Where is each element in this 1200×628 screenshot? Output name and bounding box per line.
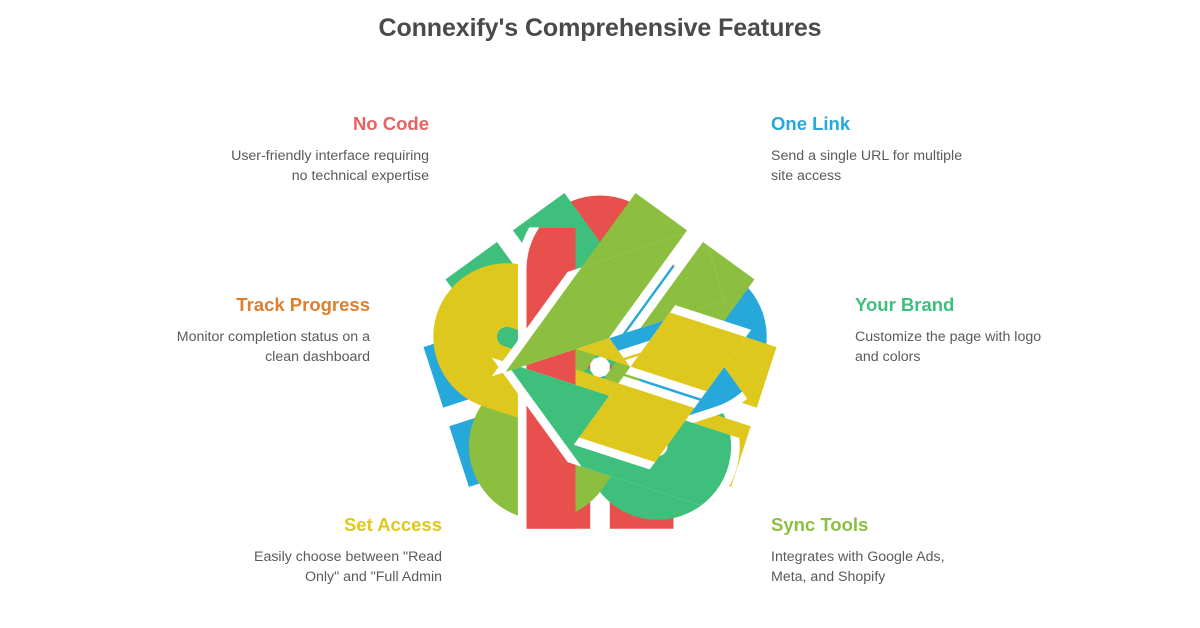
feature-description-one-link: Send a single URL for multiple site acce… — [771, 148, 963, 185]
feature-your-brand: Your Brand Customize the page with logo … — [855, 294, 1065, 368]
feature-title-one-link: One Link — [771, 113, 851, 134]
feature-one-link: One Link Send a single URL for multiple … — [771, 113, 981, 187]
feature-description-track-progress: Monitor completion status on a clean das… — [176, 329, 370, 366]
feature-no-code: No Code User-friendly interface requirin… — [219, 113, 429, 187]
feature-set-access: Set Access Easily choose between "Read O… — [232, 514, 442, 588]
feature-title-sync-tools: Sync Tools — [771, 514, 869, 535]
five-strand-knot-graphic — [355, 122, 845, 612]
feature-title-no-code: No Code — [352, 113, 429, 134]
feature-title-set-access: Set Access — [343, 514, 442, 535]
feature-track-progress: Track Progress Monitor completion status… — [160, 294, 370, 368]
page-title: Connexify's Comprehensive Features — [378, 14, 822, 42]
feature-description-set-access: Easily choose between "Read Only" and "F… — [253, 549, 442, 586]
feature-description-no-code: User-friendly interface requiring no tec… — [231, 148, 429, 185]
knot-weave-layer — [438, 227, 780, 529]
feature-sync-tools: Sync Tools Integrates with Google Ads, M… — [771, 514, 981, 588]
feature-title-your-brand: Your Brand — [855, 294, 955, 315]
feature-title-track-progress: Track Progress — [236, 294, 370, 315]
feature-description-sync-tools: Integrates with Google Ads, Meta, and Sh… — [771, 549, 945, 586]
feature-description-your-brand: Customize the page with logo and colors — [855, 329, 1042, 366]
